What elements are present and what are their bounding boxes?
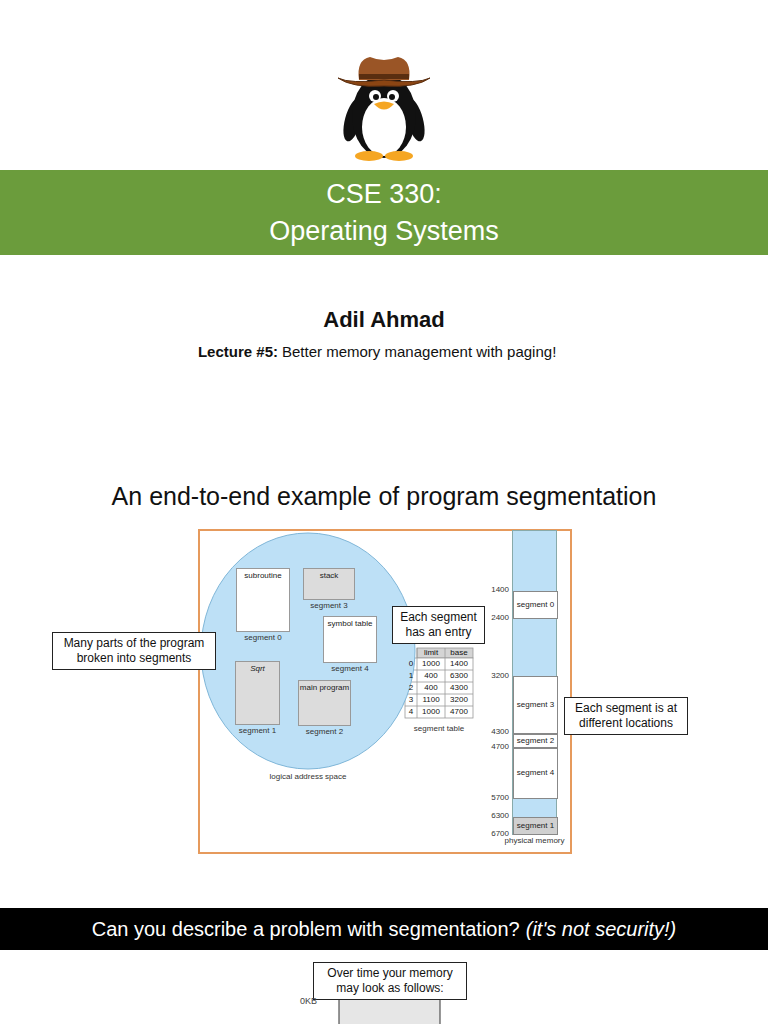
table-header: limit [424, 649, 438, 658]
callout-text: Over time your memory may look as follow… [319, 966, 461, 996]
memory-address: 0KB [300, 997, 317, 1007]
callout-box: Each segment is at different locations [564, 697, 688, 735]
callout-box: Over time your memory may look as follow… [313, 962, 467, 1000]
node-text: symbol table [328, 620, 373, 629]
penguin-body [352, 74, 416, 158]
segment-box: symbol tablesegment 4 [323, 616, 377, 663]
question-band: Can you describe a problem with segmenta… [0, 908, 768, 950]
memory-segment: segment 4 [513, 748, 558, 799]
table-cell: 1 [409, 672, 413, 681]
penguin-pupil [373, 94, 379, 100]
memory-segment: segment 3 [513, 676, 558, 734]
figure-frame [199, 530, 571, 853]
table-cell: 1100 [422, 696, 439, 705]
table-cell: 2 [409, 684, 413, 693]
node-text: segment 1 [517, 822, 554, 831]
node-text: segment 3 [517, 701, 554, 710]
presenter-name: Adil Ahmad [323, 308, 444, 332]
address-label: 6700 [491, 830, 509, 839]
table-cell: 400 [424, 684, 437, 693]
segment-label: segment 0 [244, 633, 281, 642]
node-text: (it's not security!) [526, 918, 677, 941]
penguin-beak [374, 102, 394, 110]
hat-brim [338, 78, 430, 86]
segment-box: stacksegment 3 [303, 568, 355, 600]
lecture-topic: Better memory management with paging! [282, 344, 556, 361]
table-cell: 0 [409, 660, 413, 669]
node-text: subroutine [244, 572, 281, 581]
table-rule [417, 648, 418, 718]
node-text: Sqrt [250, 665, 265, 674]
address-label: 2400 [491, 614, 509, 623]
penguin-eye [387, 90, 399, 102]
penguin-eye [369, 90, 381, 102]
logical-address-space: logical address spacesubroutinesegment 0… [200, 532, 416, 770]
memory-segment: segment 1 [513, 817, 558, 835]
node-text: segment 4 [517, 769, 554, 778]
address-label: 6300 [491, 812, 509, 821]
penguin-foot [355, 151, 383, 161]
segment-box: Sqrtsegment 1 [235, 661, 280, 725]
segment-label: segment 4 [331, 664, 368, 673]
table-rule [405, 670, 473, 671]
segment-box: subroutinesegment 0 [236, 568, 290, 632]
callout-text: Many parts of the program broken into se… [58, 636, 210, 666]
node-text: segment 2 [517, 737, 554, 746]
table-cell: 4700 [450, 708, 468, 717]
penguin-mascot [338, 57, 430, 161]
callout-box: Each segment has an entry [392, 606, 485, 644]
table-cell: 3 [409, 696, 413, 705]
callout-text: Each segment is at different locations [570, 701, 682, 731]
table-cell: 1000 [422, 708, 440, 717]
table-body [405, 658, 473, 718]
memory-segment: segment 0 [513, 591, 558, 619]
address-label: 4300 [491, 728, 509, 737]
table-rule [405, 682, 473, 683]
memory-segment: segment 2 [513, 734, 558, 748]
node-text: main program [300, 684, 349, 693]
node-text: stack [320, 572, 339, 581]
table-cell: 4 [409, 708, 413, 717]
table-rule [405, 706, 473, 707]
hat-crown [358, 57, 409, 80]
callout-text: Each segment has an entry [398, 610, 479, 640]
lecture-number: Lecture #5: [198, 344, 278, 361]
segment-label: segment 2 [306, 727, 343, 736]
node-text: segment 0 [517, 601, 554, 610]
table-cell: 1000 [422, 660, 440, 669]
slide-heading: An end-to-end example of program segment… [112, 483, 657, 511]
physical-memory: physical memorysegment 0segment 3segment… [512, 530, 557, 835]
node-text: CSE 330: [326, 176, 442, 212]
table-cell: 400 [424, 672, 437, 681]
node-text: Can you describe a problem with segmenta… [92, 918, 520, 941]
address-label: 3200 [491, 672, 509, 681]
segment-label: segment 3 [310, 601, 347, 610]
penguin-pupil [389, 94, 395, 100]
table-cell: 1400 [450, 660, 468, 669]
table-cell: 4300 [450, 684, 468, 693]
callout-box: Many parts of the program broken into se… [52, 632, 216, 670]
hat-band [359, 74, 409, 79]
table-rule [445, 648, 446, 718]
table-rule [405, 694, 473, 695]
title-band: CSE 330:Operating Systems [0, 170, 768, 255]
region-ellipse [201, 533, 415, 769]
segment-box: main programsegment 2 [298, 680, 351, 726]
penguin-belly [362, 98, 406, 156]
penguin-foot [385, 151, 413, 161]
address-label: 1400 [491, 586, 509, 595]
table-caption: segment table [414, 725, 464, 734]
table-cell: 3200 [450, 696, 468, 705]
address-label: 4700 [491, 743, 509, 752]
segment-label: physical memory [504, 836, 564, 845]
table-cell: 6300 [450, 672, 468, 681]
segment-label: logical address space [270, 772, 347, 781]
table-header: base [450, 649, 467, 658]
node-text: Operating Systems [269, 213, 499, 249]
segment-label: segment 1 [239, 726, 276, 735]
address-label: 5700 [491, 794, 509, 803]
